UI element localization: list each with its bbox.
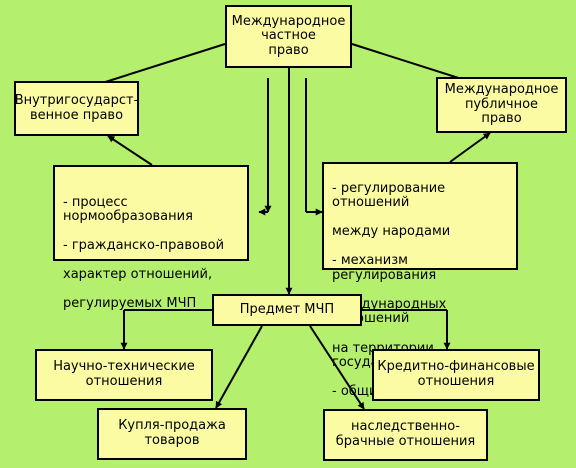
- right-list-box: - регулирование отношений между народами…: [322, 162, 518, 399]
- node-publ: Международное публичное право: [436, 77, 567, 133]
- left-list-item: - гражданско-правовой: [63, 238, 225, 254]
- link-predmet-nasl: [309, 325, 365, 410]
- right-list-item: - регулирование отношений: [332, 180, 446, 211]
- left-list-item: - процесс нормообразования: [63, 194, 193, 225]
- link-predmet-kuplya: [215, 325, 263, 409]
- right-list-item: - механизм регулирования: [332, 253, 437, 283]
- link-leftlist-vnutri: [107, 135, 153, 166]
- node-kred: Кредитно-финансовые отношения: [372, 349, 540, 401]
- left-list-box: - процесс нормообразования - гражданско-…: [53, 165, 249, 311]
- left-list-item: характер отношений,: [63, 267, 213, 283]
- link-rightlist-publ: [449, 132, 491, 163]
- node-mchp: Международное частное право: [225, 5, 352, 68]
- node-vnutri: Внутригосударст- венное право: [14, 81, 139, 136]
- node-predmet: Предмет МЧП: [212, 294, 362, 326]
- right-list-item: между народами: [332, 224, 451, 240]
- node-nauch: Научно-технические отношения: [35, 349, 213, 401]
- node-nasl: наследственно- брачные отношения: [323, 409, 488, 461]
- node-kuplya: Купля-продажа товаров: [97, 408, 247, 460]
- left-list-item: регулируемых МЧП: [63, 296, 197, 312]
